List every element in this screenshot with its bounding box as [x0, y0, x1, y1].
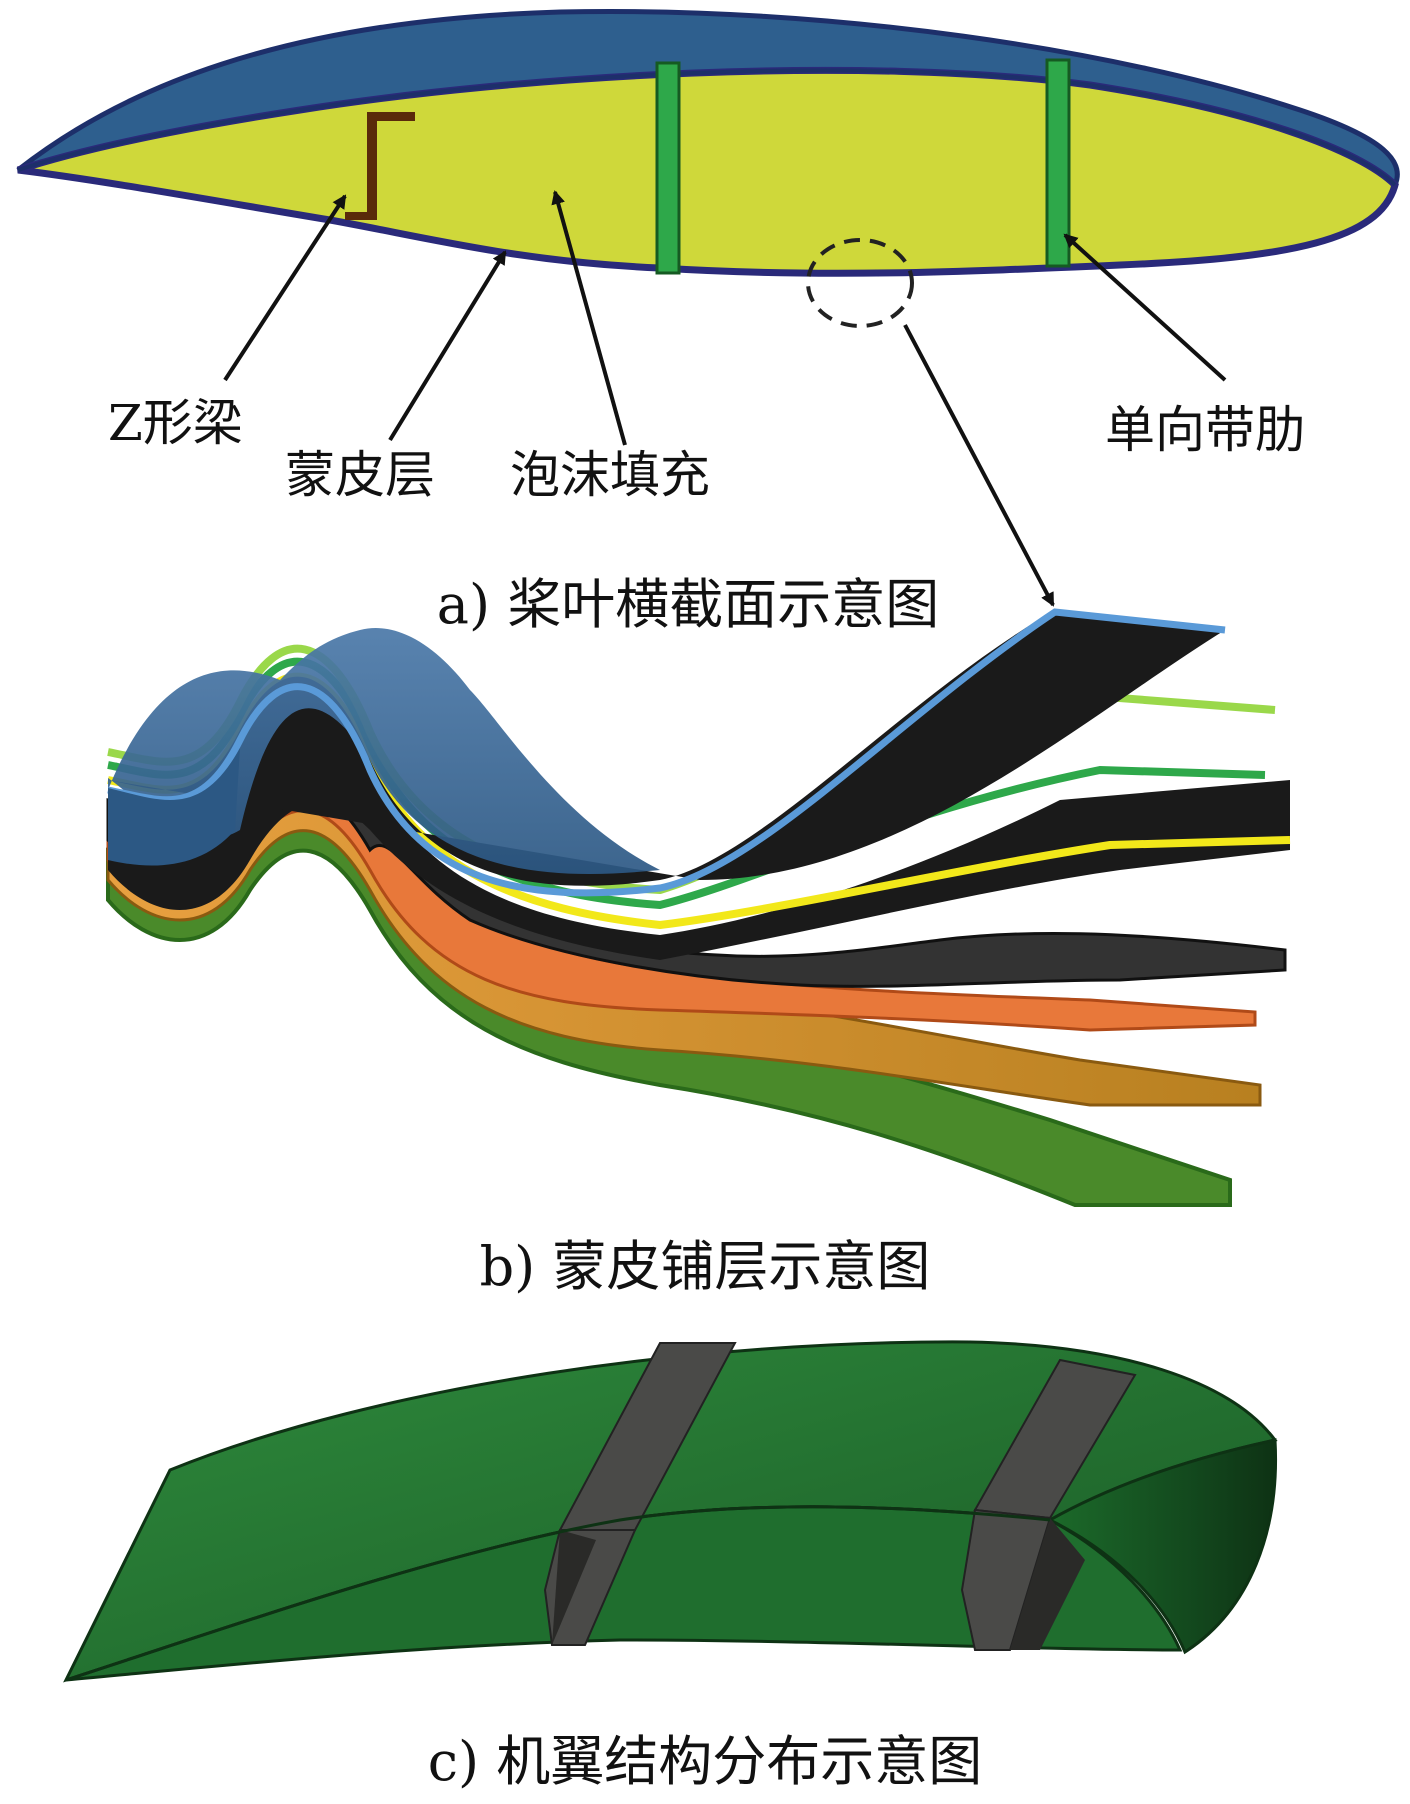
wing-rib-2-shadow: [1010, 1518, 1085, 1650]
label-foam-fill: 泡沫填充: [510, 446, 710, 504]
ply-blue-top: [108, 610, 1225, 886]
ply-blue-surface: [108, 628, 660, 874]
arrow-skin-layer: [388, 250, 507, 442]
caption-panel-a: a) 桨叶横截面示意图: [436, 573, 940, 636]
caption-panel-b: b) 蒙皮铺层示意图: [479, 1235, 931, 1298]
detail-circle: [806, 238, 914, 328]
wing-crease: [65, 1505, 1051, 1682]
panel-a-airfoil: [16, 8, 1400, 607]
arrow-z-beam: [223, 194, 347, 382]
panel-c-wing: [63, 1340, 1278, 1683]
panel-b-layup: [106, 608, 1291, 1207]
label-skin-layer: 蒙皮层: [285, 446, 435, 504]
ply-stack-body: [108, 686, 1290, 960]
label-unidirectional-rib: 单向带肋: [1105, 401, 1305, 459]
ply-blue-edge: [107, 608, 1226, 897]
caption-panel-c: c) 机翼结构分布示意图: [427, 1730, 983, 1793]
rib-2: [1045, 58, 1071, 268]
ply-blue-left-block: [108, 748, 240, 866]
arrow-foam-fill: [551, 190, 627, 446]
rib-1: [655, 61, 681, 275]
label-z-beam: Z形梁: [108, 394, 243, 452]
z-beam: [345, 112, 415, 220]
wing-rib-1-shadow: [552, 1530, 596, 1645]
wing-leading-edge: [1046, 1438, 1278, 1655]
upper-skin-inner-edge: [17, 68, 1397, 187]
arrow-to-layup: [903, 324, 1055, 607]
wing-rib-2-lower: [960, 1508, 1052, 1651]
arrow-rib: [1063, 233, 1227, 382]
